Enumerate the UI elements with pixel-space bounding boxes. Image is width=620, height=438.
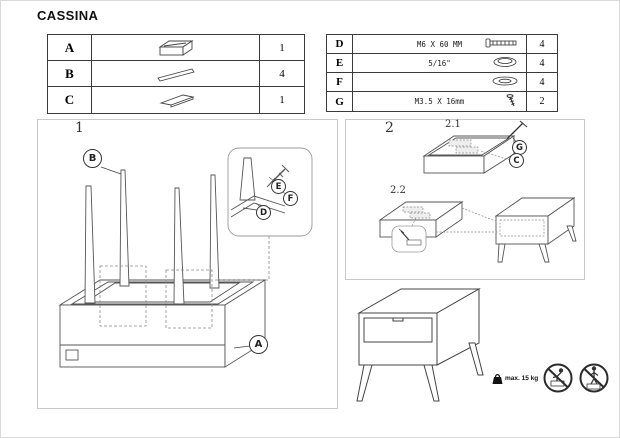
part-label: F <box>327 73 353 91</box>
step1-panel <box>37 119 338 409</box>
page-title: CASSINA <box>37 8 99 23</box>
table-row: E 5/16" 4 <box>327 54 557 73</box>
callout-e: E <box>271 179 286 194</box>
part-qty: 4 <box>539 76 545 88</box>
part-label: B <box>48 61 92 86</box>
cap-icon <box>487 55 523 71</box>
part-label: A <box>48 35 92 60</box>
part-label: C <box>48 87 92 113</box>
step2-2-number: 2.2 <box>390 185 406 196</box>
parts-table-main: A 1 B 4 C <box>47 34 305 114</box>
finished-nightstand-drawing <box>356 288 484 402</box>
leg-joint-detail-inset <box>227 147 313 237</box>
callout-f: F <box>283 191 298 206</box>
table-row: G M3.5 X 16mm 2 <box>327 92 557 111</box>
table-row: B 4 <box>48 61 304 87</box>
step2-1-number: 2.1 <box>445 119 461 130</box>
part-qty: 4 <box>539 57 545 69</box>
callout-a: A <box>249 335 268 354</box>
table-upside-down-drawing <box>58 169 267 368</box>
weight-icon <box>492 373 503 384</box>
step2-number: 2 <box>385 120 394 136</box>
table-row: C 1 <box>48 87 304 113</box>
table-row: A 1 <box>48 35 304 61</box>
screw-icon <box>501 93 523 111</box>
step2-drawing <box>378 120 577 263</box>
step2-panel <box>345 119 585 280</box>
screw-glyph <box>506 120 528 139</box>
part-qty: 1 <box>279 94 285 106</box>
part-desc: M6 X 60 MM <box>416 39 463 49</box>
part-qty: 4 <box>279 67 285 80</box>
finished-product-area <box>345 283 595 409</box>
label-plate <box>402 206 431 219</box>
washer-icon <box>487 74 523 90</box>
mini-nightstand-drawing <box>494 197 577 263</box>
safety-footer: max. 15 kg <box>492 353 614 403</box>
callout-d: D <box>256 205 271 220</box>
part-qty: 1 <box>279 41 285 54</box>
parts-table-hardware: D M6 X 60 MM 4 E 5/16" <box>326 34 558 112</box>
step1-drawing <box>58 147 313 368</box>
no-standing-icon <box>579 363 609 393</box>
screw-detail-inset <box>391 225 427 253</box>
max-weight-label: max. 15 kg <box>505 374 539 382</box>
table-row: D M6 X 60 MM 4 <box>327 35 557 54</box>
table-row: F 4 <box>327 73 557 92</box>
drawer-box-icon <box>92 35 260 60</box>
part-label: D <box>327 35 353 53</box>
part-qty: 4 <box>539 38 545 50</box>
part-qty: 2 <box>539 96 545 107</box>
part-desc: M3.5 X 16mm <box>414 97 465 106</box>
callout-g: G <box>512 140 527 155</box>
flat-panel-icon <box>92 87 260 113</box>
no-sitting-icon <box>543 363 573 393</box>
step1-number: 1 <box>75 120 84 136</box>
part-label: E <box>327 54 353 72</box>
table-leg-icon <box>92 61 260 86</box>
bolt-icon <box>483 36 523 52</box>
callout-b: B <box>83 149 102 168</box>
weight-limit: max. 15 kg <box>492 372 538 385</box>
label-plate <box>448 139 479 154</box>
part-label: G <box>327 92 353 111</box>
callout-c: C <box>509 153 524 168</box>
part-desc: 5/16" <box>428 58 451 68</box>
